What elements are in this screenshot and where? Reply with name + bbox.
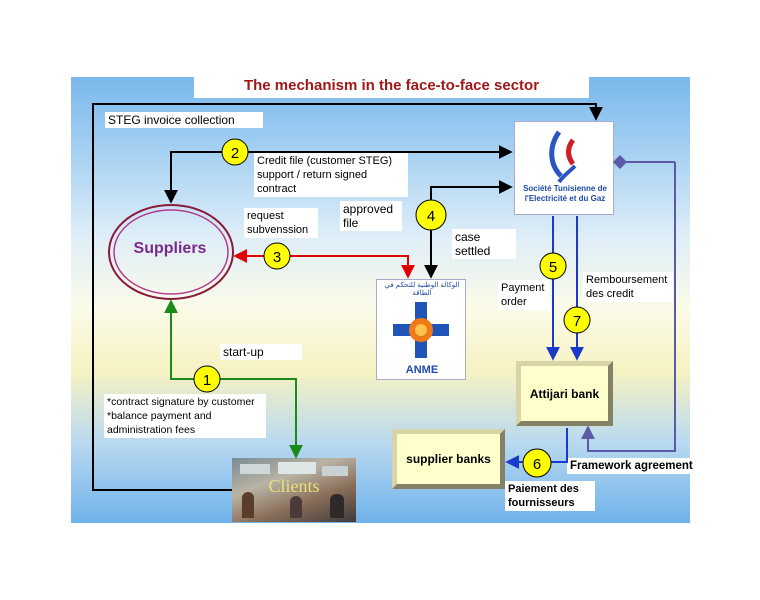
steg-company-name: Société Tunisienne de l'Electricité et d… [523,184,607,203]
remboursement-label: Remboursement des credit [583,272,673,302]
steg-invoice-label: STEG invoice collection [105,112,263,128]
paiement-fournisseurs-label: Paiement des fournisseurs [505,481,595,511]
clients-label: Clients [268,476,320,496]
steg-node: Société Tunisienne de l'Electricité et d… [514,121,614,215]
approved-file-label: approved file [340,201,402,231]
anme-node: الوكالة الوطنية للتحكم في الطاقة ANME [376,279,466,380]
page-title: The mechanism in the face-to-face sector [194,74,589,98]
framework-agreement-label: Framework agreement [567,458,703,474]
request-subvention-label: request subvenssion [244,208,318,238]
contract-signature-label: *contract signature by customer *balance… [104,394,266,438]
attijari-bank-box: Attijari bank [516,361,613,426]
start-up-label: start-up [220,344,302,360]
supplier-banks-label: supplier banks [406,452,491,466]
payment-order-label: Payment order [498,280,550,310]
suppliers-label: Suppliers [133,240,207,257]
supplier-banks-box: supplier banks [392,429,505,489]
clients-photo: Clients [232,458,356,522]
credit-file-label: Credit file (customer STEG) support / re… [254,153,408,197]
attijari-label: Attijari bank [529,386,600,401]
anme-label: ANME [405,364,439,376]
case-settled-label: case settled [452,229,516,259]
